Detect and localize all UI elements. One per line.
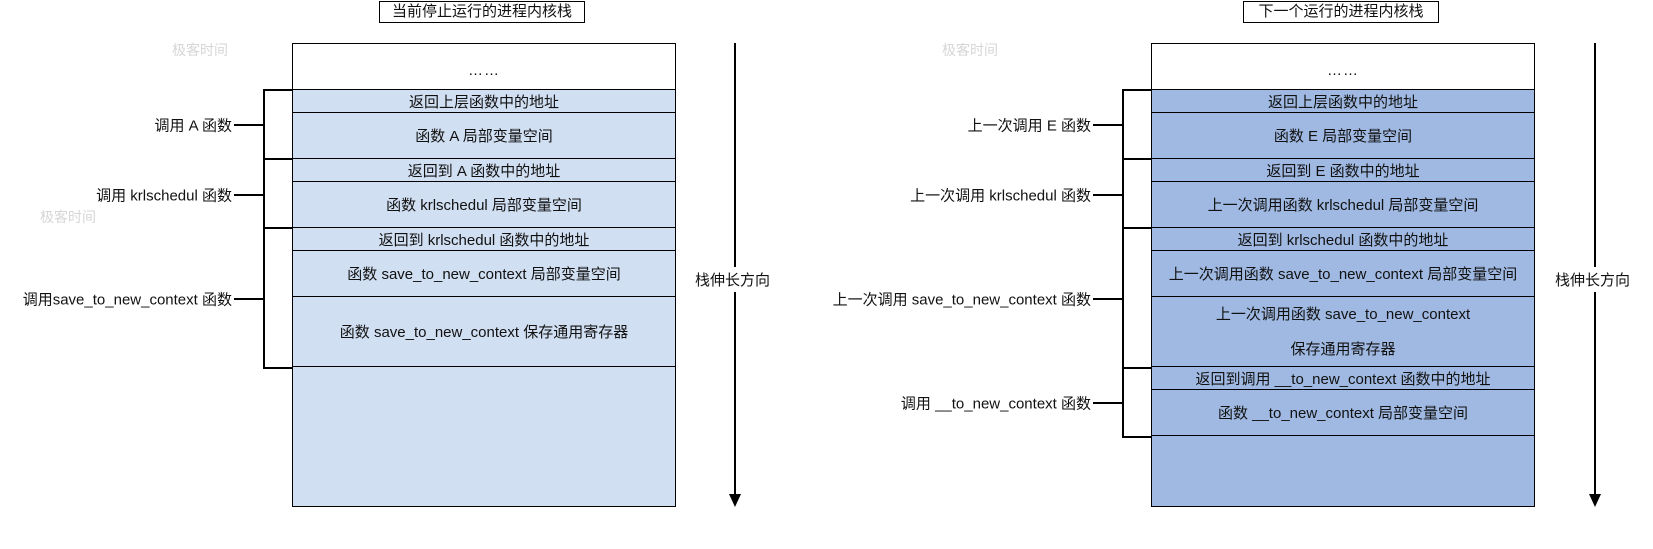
bracket-label: 调用 __to_new_context 函数 <box>900 395 1091 413</box>
left-kernel-stack: …… 返回上层函数中的地址 函数 A 局部变量空间 返回到 A 函数中的地址 函… <box>292 43 676 507</box>
call-bracket <box>263 89 292 160</box>
call-bracket <box>263 227 292 369</box>
stack-ellipsis-cell: …… <box>1152 44 1534 90</box>
bracket-label: 上一次调用 krlschedul 函数 <box>910 187 1091 205</box>
watermark: 极客时间 <box>40 209 96 225</box>
stack-cell: 函数 save_to_new_context 保存通用寄存器 <box>293 297 675 367</box>
stack-cell: 函数 __to_new_context 局部变量空间 <box>1152 390 1534 436</box>
right-kernel-stack: …… 返回上层函数中的地址 函数 E 局部变量空间 返回到 E 函数中的地址 上… <box>1151 43 1535 507</box>
bracket-label: 调用save_to_new_context 函数 <box>22 291 232 309</box>
call-bracket <box>1122 227 1151 369</box>
stack-cell: 上一次调用函数 save_to_new_context 保存通用寄存器 <box>1152 297 1534 367</box>
arrow-head-icon <box>729 494 741 507</box>
call-bracket <box>1122 89 1151 160</box>
stack-cell: 函数 krlschedul 局部变量空间 <box>293 182 675 228</box>
bracket-tick <box>234 194 264 196</box>
stack-growth-label: 栈伸长方向 <box>695 267 771 292</box>
stack-cell: 返回上层函数中的地址 <box>1152 90 1534 113</box>
bracket-tick <box>1093 124 1123 126</box>
stack-cell: 上一次调用函数 krlschedul 局部变量空间 <box>1152 182 1534 228</box>
watermark: 极客时间 <box>172 42 228 58</box>
stack-ellipsis-cell: …… <box>293 44 675 90</box>
right-stack-title: 下一个运行的进程内核栈 <box>1243 1 1439 23</box>
watermark: 极客时间 <box>942 42 998 58</box>
bracket-label: 上一次调用 E 函数 <box>967 117 1091 135</box>
call-bracket <box>1122 367 1151 438</box>
stack-cell-line: 保存通用寄存器 <box>1290 340 1396 358</box>
bracket-label: 调用 A 函数 <box>154 117 232 135</box>
stack-cell: 上一次调用函数 save_to_new_context 局部变量空间 <box>1152 251 1534 297</box>
arrow-head-icon <box>1589 494 1601 507</box>
call-bracket <box>263 158 292 229</box>
stack-cell: 函数 save_to_new_context 局部变量空间 <box>293 251 675 297</box>
stack-cell: 返回到 A 函数中的地址 <box>293 159 675 182</box>
bracket-label: 上一次调用 save_to_new_context 函数 <box>832 291 1091 309</box>
stack-cell: 返回上层函数中的地址 <box>293 90 675 113</box>
bracket-tick <box>234 298 264 300</box>
stack-cell: 函数 A 局部变量空间 <box>293 113 675 159</box>
call-bracket <box>1122 158 1151 229</box>
bracket-tick <box>1093 402 1123 404</box>
bracket-tick <box>1093 298 1123 300</box>
stack-cell: 返回到 E 函数中的地址 <box>1152 159 1534 182</box>
left-stack-title: 当前停止运行的进程内核栈 <box>379 1 585 23</box>
stack-growth-label: 栈伸长方向 <box>1555 267 1631 292</box>
bracket-tick <box>1093 194 1123 196</box>
stack-cell: 返回到 krlschedul 函数中的地址 <box>293 228 675 251</box>
stack-cell: 返回到调用 __to_new_context 函数中的地址 <box>1152 367 1534 390</box>
stack-cell-line: 上一次调用函数 save_to_new_context <box>1215 305 1471 323</box>
stack-cell: 返回到 krlschedul 函数中的地址 <box>1152 228 1534 251</box>
bracket-tick <box>234 124 264 126</box>
bracket-label: 调用 krlschedul 函数 <box>96 187 232 205</box>
stack-cell: 函数 E 局部变量空间 <box>1152 113 1534 159</box>
